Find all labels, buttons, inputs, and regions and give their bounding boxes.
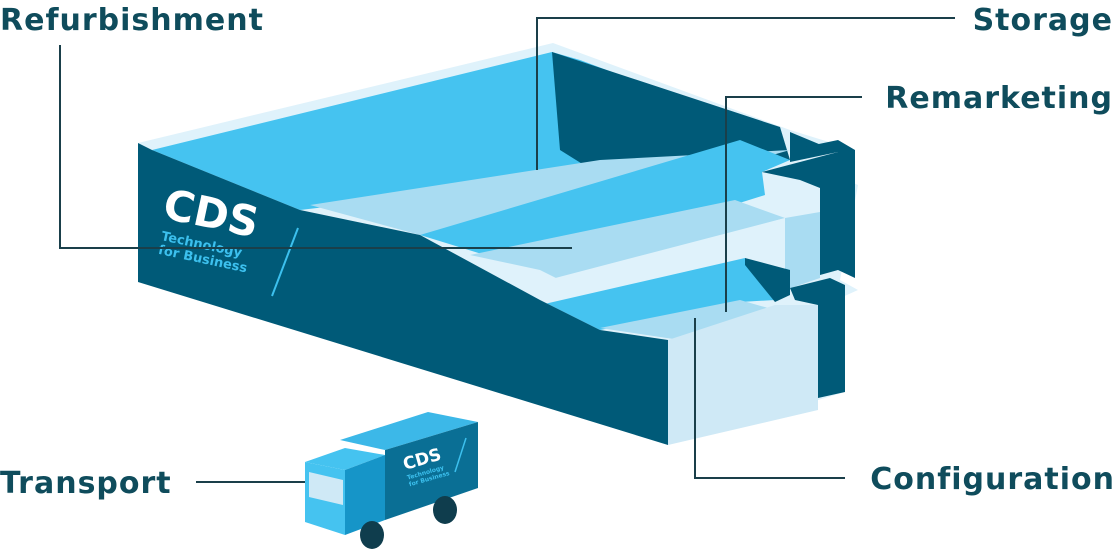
config-wall-dark-2 (790, 278, 845, 398)
truck-box-side (385, 422, 478, 520)
truck-logo-slash (454, 437, 467, 473)
refurbishment-bay (420, 140, 790, 255)
truck-box-top (340, 412, 478, 450)
inner-pale-wall (785, 212, 820, 290)
refurbishment-floor-light (470, 200, 785, 280)
configuration-label: Configuration (870, 462, 1115, 497)
refurbishment-leader (59, 45, 572, 249)
configuration-leader (694, 318, 845, 479)
refurbishment-label: Refurbishment (0, 3, 264, 38)
transport-truck: CDS Technology for Business (305, 412, 478, 549)
remarketing-step (540, 218, 785, 305)
truck-logo: CDS Technology for Business (401, 445, 451, 488)
storage-label: Storage (973, 3, 1113, 38)
truck-cab-top (305, 448, 385, 470)
config-wall-dark (745, 258, 790, 302)
truck-cab-side (345, 455, 385, 535)
truck-wheel-rear (433, 496, 457, 524)
remarketing-label: Remarketing (885, 81, 1113, 116)
configuration-block (668, 305, 818, 445)
truck-windshield (309, 472, 343, 505)
inner-wall-b (790, 140, 855, 278)
front-wall (138, 143, 668, 445)
remarketing-leader (725, 96, 862, 312)
storage-leader (536, 17, 955, 170)
remarketing-floor-light (600, 300, 775, 340)
remarketing-bay (540, 255, 790, 330)
warehouse-building: CDS Technology for Business (138, 43, 858, 445)
transport-label: Transport (0, 466, 172, 501)
truck-wheel-front (360, 521, 384, 549)
inner-wall-a (762, 152, 838, 275)
building-logo-slash (271, 227, 299, 297)
